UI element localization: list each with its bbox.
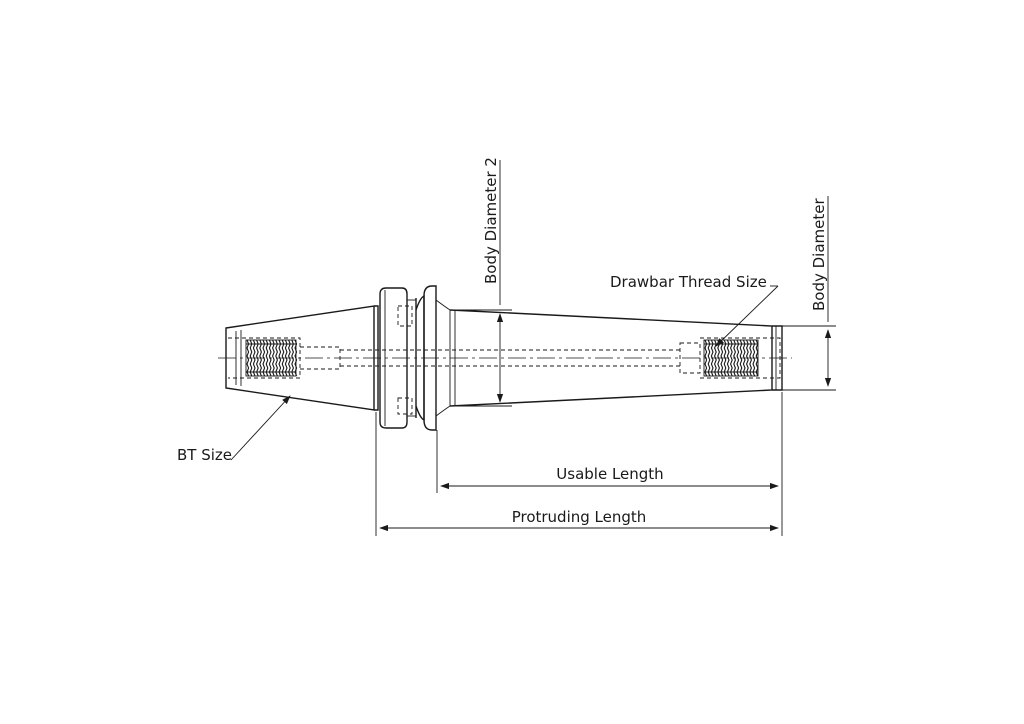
leader-drawbar-thread: Drawbar Thread Size bbox=[610, 273, 779, 347]
dim-protruding-length: Protruding Length bbox=[375, 412, 779, 536]
usable-length-label: Usable Length bbox=[556, 465, 663, 483]
body-taper bbox=[449, 309, 773, 407]
left-thread-bore bbox=[228, 337, 341, 379]
right-thread-bore bbox=[679, 337, 781, 379]
nose bbox=[772, 325, 783, 391]
inner-bore bbox=[340, 349, 680, 367]
protruding-length-label: Protruding Length bbox=[512, 508, 647, 526]
body-diameter-label: Body Diameter bbox=[810, 198, 828, 311]
bt-size-label: BT Size bbox=[177, 446, 232, 464]
body-diameter-2-label: Body Diameter 2 bbox=[482, 157, 500, 284]
dim-usable-length: Usable Length bbox=[436, 392, 783, 536]
dim-body-diameter: Body Diameter bbox=[782, 196, 836, 391]
dim-body-diameter-2: Body Diameter 2 bbox=[450, 157, 512, 407]
leader-bt-size: BT Size bbox=[177, 395, 291, 464]
drawbar-thread-size-label: Drawbar Thread Size bbox=[610, 273, 767, 291]
flange bbox=[374, 285, 451, 431]
